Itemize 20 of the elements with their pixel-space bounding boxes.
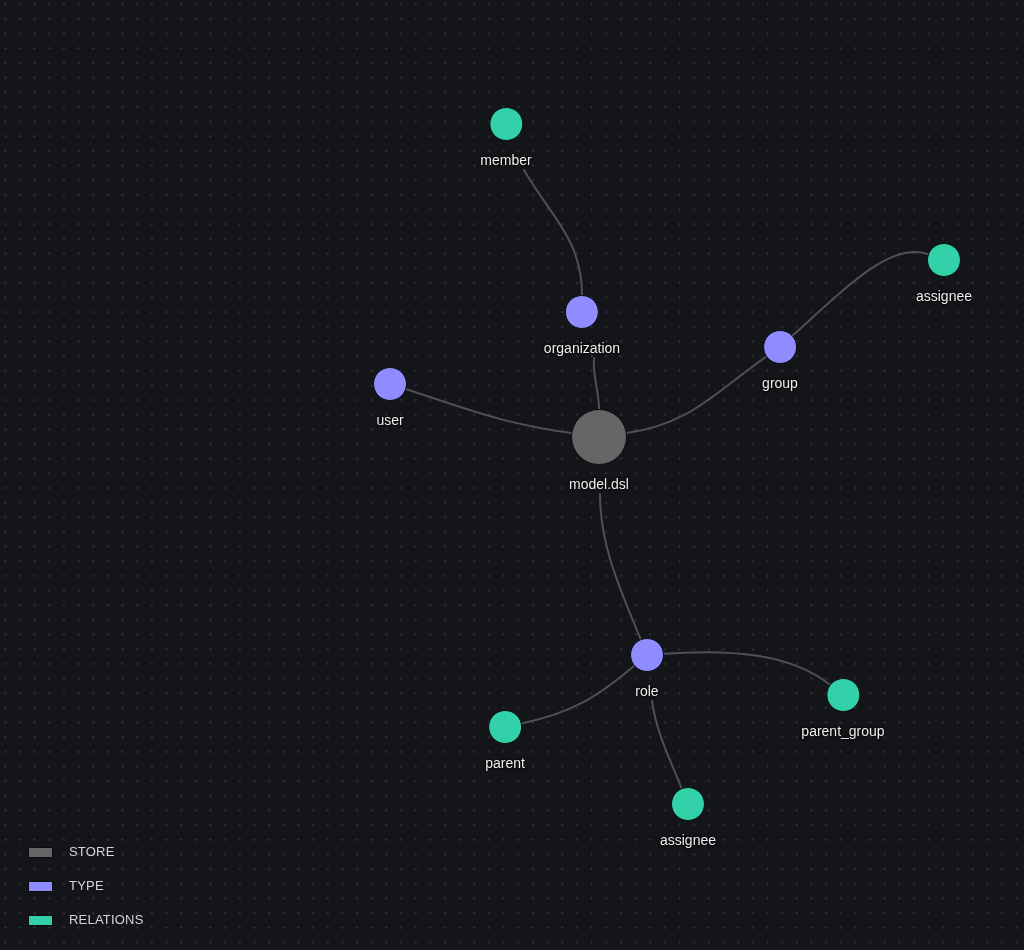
node-label: organization [543, 339, 621, 358]
node-label: member [480, 151, 532, 170]
node-label: parent_group [801, 722, 885, 741]
node-label: group [762, 374, 798, 393]
connector-line [592, 357, 600, 410]
node-label: assignee [916, 287, 972, 306]
legend-label: RELATIONS [69, 911, 144, 929]
node-label: model.dsl [569, 475, 629, 494]
connector-line [663, 651, 831, 686]
node-label: user [376, 411, 404, 430]
connector-line [625, 355, 768, 435]
node-label: role [635, 682, 659, 701]
connector-line [405, 388, 573, 435]
connector-line [523, 169, 583, 296]
node-label: parent [485, 754, 525, 773]
connector-line [791, 251, 929, 337]
node-label: assignee [660, 831, 716, 850]
legend-label: STORE [69, 843, 115, 861]
connector-line [520, 664, 635, 725]
legend-label: TYPE [69, 877, 104, 895]
